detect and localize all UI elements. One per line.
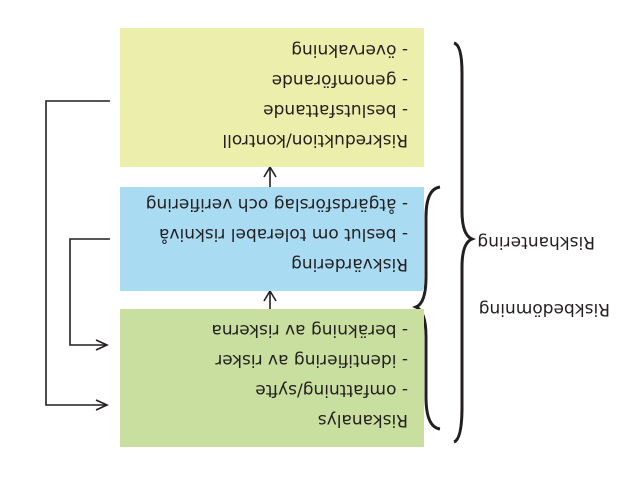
list-item: - övervakning: [291, 40, 408, 60]
list-item: - beslutsfattande: [263, 100, 408, 120]
brace-label-riskbedomning: Riskbedömning: [478, 299, 610, 319]
list-item: - åtgärdsförslag och verifiering: [145, 194, 408, 214]
box-riskvardering: Riskvärdering - beslut om tolerabel risk…: [120, 187, 424, 291]
list-item: - beräkning av riskerna: [211, 320, 408, 340]
brace-bedomning: [411, 185, 441, 431]
box-riskanalys: Riskanalys - omfattning/syfte - identifi…: [120, 309, 424, 447]
box-title: Riskvärdering: [291, 254, 408, 274]
list-item: - identifiering av risker: [215, 350, 408, 370]
feedback-arrow-vardering: [69, 238, 110, 351]
list-item: - beslut om tolerabel risknivå: [159, 224, 408, 244]
arrow-analys-to-vardering: [263, 289, 277, 309]
list-item: - genomförande: [271, 70, 408, 90]
arrow-vardering-to-kontroll: [263, 165, 277, 187]
box-title: Riskanalys: [317, 410, 408, 430]
brace-hantering: [453, 41, 477, 444]
brace-label-riskhantering: Riskhantering: [477, 232, 595, 252]
feedback-arrow-kontroll: [45, 100, 110, 411]
box-riskreduktion-kontroll: Riskreduktion/kontroll - beslutsfattande…: [120, 28, 424, 167]
box-title: Riskreduktion/kontroll: [222, 130, 408, 150]
list-item: - omfattning/syfte: [255, 380, 408, 400]
